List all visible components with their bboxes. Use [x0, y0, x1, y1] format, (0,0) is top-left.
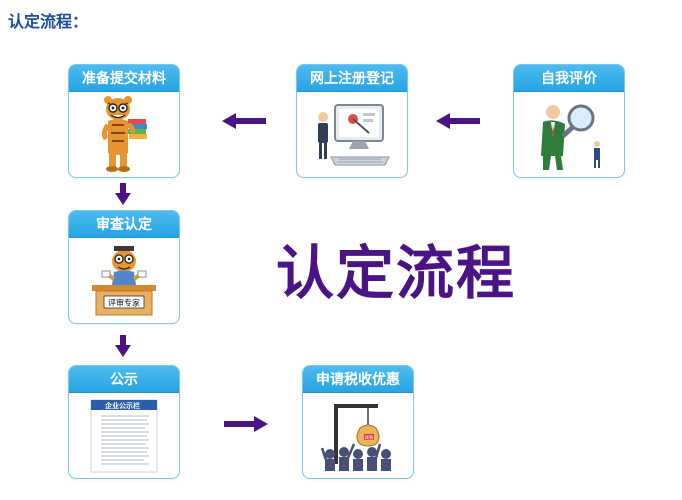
page-title: 认定流程：: [8, 12, 89, 31]
arrow-down-to-publicity: [115, 335, 131, 357]
step-label-publicity: 公示: [69, 366, 179, 393]
step-card-self-eval: 自我评价: [513, 64, 625, 178]
arrow-left-from-register: [222, 113, 266, 129]
magnifying-glass-evaluation-icon: [541, 104, 600, 170]
review-badge-text: 评审专家: [108, 297, 140, 307]
step-card-publicity: 公示 企业公示栏: [68, 365, 180, 479]
step-card-review: 审查认定 评审专家: [68, 210, 180, 324]
notice-doc-title: 企业公示栏: [104, 401, 140, 410]
step-card-prepare: 准备提交材料: [68, 64, 180, 178]
arrow-left-from-self-eval: [436, 113, 480, 129]
online-registration-icon: [318, 103, 390, 165]
step-label-review: 审查认定: [69, 211, 179, 238]
arrow-down-to-review: [115, 183, 131, 205]
step-label-self-eval: 自我评价: [514, 65, 624, 92]
tax-incentive-icon: 减税: [320, 403, 391, 471]
step-label-apply: 申请税收优惠: [303, 366, 413, 393]
step-card-register: 网上注册登记: [296, 64, 408, 178]
arrow-right-to-apply: [224, 416, 268, 432]
review-expert-icon: 评审专家: [92, 245, 156, 315]
tiger-with-books-icon: [101, 95, 147, 172]
step-label-prepare: 准备提交材料: [69, 65, 179, 92]
main-title: 认定流程: [276, 239, 517, 307]
tax-badge-text: 减税: [365, 434, 374, 441]
step-label-register: 网上注册登记: [297, 65, 407, 92]
public-notice-document-icon: 企业公示栏: [90, 399, 158, 472]
step-card-apply: 申请税收优惠 减税: [302, 365, 414, 479]
